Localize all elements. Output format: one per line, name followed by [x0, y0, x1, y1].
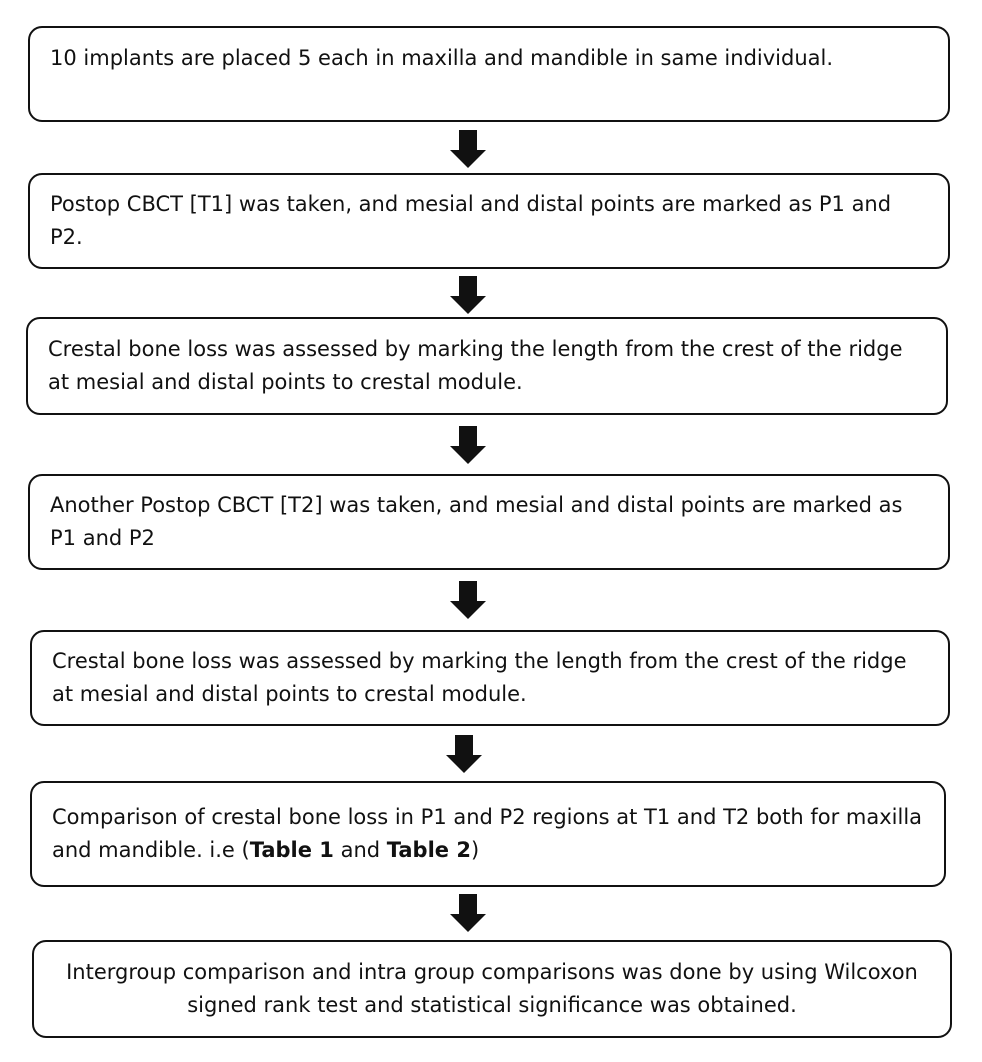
- arrow-down-icon: [450, 130, 486, 170]
- table-1-ref: Table 1: [249, 838, 334, 862]
- arrow-down-icon: [450, 276, 486, 316]
- step-2-box: Postop CBCT [T1] was taken, and mesial a…: [28, 173, 950, 269]
- table-2-ref: Table 2: [386, 838, 471, 862]
- step-5-text: Crestal bone loss was assessed by markin…: [52, 649, 907, 706]
- step-4-text: Another Postop CBCT [T2] was taken, and …: [50, 493, 903, 550]
- step-6-text: Comparison of crestal bone loss in P1 an…: [52, 801, 924, 867]
- arrow-down-icon: [450, 894, 486, 934]
- step-7-text: Intergroup comparison and intra group co…: [66, 960, 918, 1017]
- step-7-box: Intergroup comparison and intra group co…: [32, 940, 952, 1038]
- step-1-box: 10 implants are placed 5 each in maxilla…: [28, 26, 950, 122]
- arrow-down-icon: [450, 581, 486, 621]
- step-1-text: 10 implants are placed 5 each in maxilla…: [50, 46, 834, 70]
- step-3-box: Crestal bone loss was assessed by markin…: [26, 317, 948, 415]
- step-6-mid: and: [333, 838, 387, 862]
- arrow-down-icon: [450, 426, 486, 466]
- step-3-text: Crestal bone loss was assessed by markin…: [48, 337, 903, 394]
- step-2-text: Postop CBCT [T1] was taken, and mesial a…: [50, 192, 892, 249]
- step-6-post: ): [470, 838, 480, 862]
- arrow-down-icon: [446, 735, 482, 775]
- step-6-box: Comparison of crestal bone loss in P1 an…: [30, 781, 946, 887]
- step-4-box: Another Postop CBCT [T2] was taken, and …: [28, 474, 950, 570]
- step-6-pre: Comparison of crestal bone loss in P1 an…: [52, 805, 923, 862]
- step-5-box: Crestal bone loss was assessed by markin…: [30, 630, 950, 726]
